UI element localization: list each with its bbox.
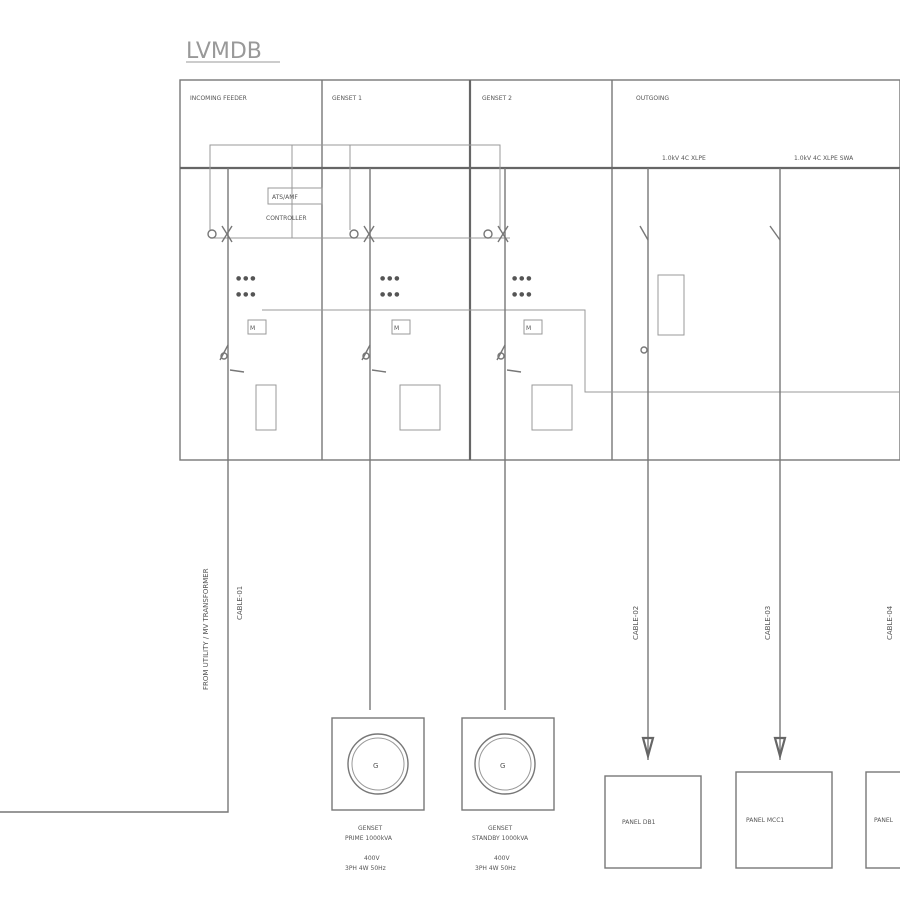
control-wiring [209, 144, 900, 393]
breaker-group-incoming: ● ● ● ● ● ● M [207, 168, 277, 460]
outgoing-feeders: 1.0kV 4C XLPE 1.0kV 4C XLPE SWA [639, 155, 900, 761]
feeder-rating-2: 1.0kV 4C XLPE SWA [794, 155, 854, 162]
ats-tag-box [267, 187, 323, 205]
svg-text:M: M [250, 325, 255, 332]
breaker-group-genset2: ● ● ● ● ● ● M [483, 168, 573, 710]
generator-2-line4: 3PH 4W 50Hz [475, 865, 516, 872]
load-panel-2-label: PANEL MCC1 [746, 817, 784, 824]
section-label-genset1: GENSET 1 [332, 95, 362, 102]
generator-1-line4: 3PH 4W 50Hz [345, 865, 386, 872]
incoming-cable [0, 460, 229, 813]
generator-2-line1: GENSET [488, 825, 513, 832]
incoming-cable-id: CABLE-01 [236, 586, 244, 620]
generator-2-line3: 400V [494, 855, 510, 862]
load-panel-3-label: PANEL [874, 817, 894, 824]
load-panel-3: PANEL [865, 771, 900, 869]
cable-label-2: CABLE-03 [764, 606, 772, 640]
svg-text:M: M [526, 325, 531, 332]
svg-text:● ● ●: ● ● ● [236, 275, 256, 282]
cable-label-3: CABLE-04 [886, 605, 894, 640]
svg-text:● ● ●: ● ● ● [380, 275, 400, 282]
generator-2-line2: STANDBY 1000kVA [472, 835, 529, 842]
ats-tag-top: ATS/AMF [272, 194, 298, 201]
svg-text:● ● ●: ● ● ● [512, 291, 532, 298]
generator-1: G GENSET PRIME 1000kVA 400V 3PH 4W 50Hz [331, 717, 425, 872]
ats-tag-bottom: CONTROLLER [266, 215, 307, 222]
generator-1-symbol: G [373, 762, 378, 770]
feeder-rating-1: 1.0kV 4C XLPE [662, 155, 706, 162]
board-title: LVMDB [186, 39, 262, 64]
load-panel-2: PANEL MCC1 [735, 771, 833, 869]
cable-label-1: CABLE-02 [632, 606, 640, 640]
incoming-cable-description: FROM UTILITY / MV TRANSFORMER [202, 568, 210, 690]
generator-1-line1: GENSET [358, 825, 383, 832]
section-label-outgoing: OUTGOING [636, 95, 669, 102]
breaker-group-genset1: ● ● ● ● ● ● M [349, 168, 441, 710]
generator-2: G GENSET STANDBY 1000kVA 400V 3PH 4W 50H… [461, 717, 555, 872]
section-label-incoming: INCOMING FEEDER [190, 95, 247, 102]
svg-text:● ● ●: ● ● ● [236, 291, 256, 298]
switchboard-enclosure [179, 79, 900, 461]
svg-text:● ● ●: ● ● ● [380, 291, 400, 298]
generator-2-symbol: G [500, 762, 505, 770]
svg-text:● ● ●: ● ● ● [512, 275, 532, 282]
section-label-genset2: GENSET 2 [482, 95, 512, 102]
generator-1-line2: PRIME 1000kVA [345, 835, 393, 842]
generator-1-line3: 400V [364, 855, 380, 862]
svg-text:M: M [394, 325, 399, 332]
load-panel-1-label: PANEL DB1 [622, 819, 656, 826]
load-panel-1: PANEL DB1 [604, 775, 702, 869]
